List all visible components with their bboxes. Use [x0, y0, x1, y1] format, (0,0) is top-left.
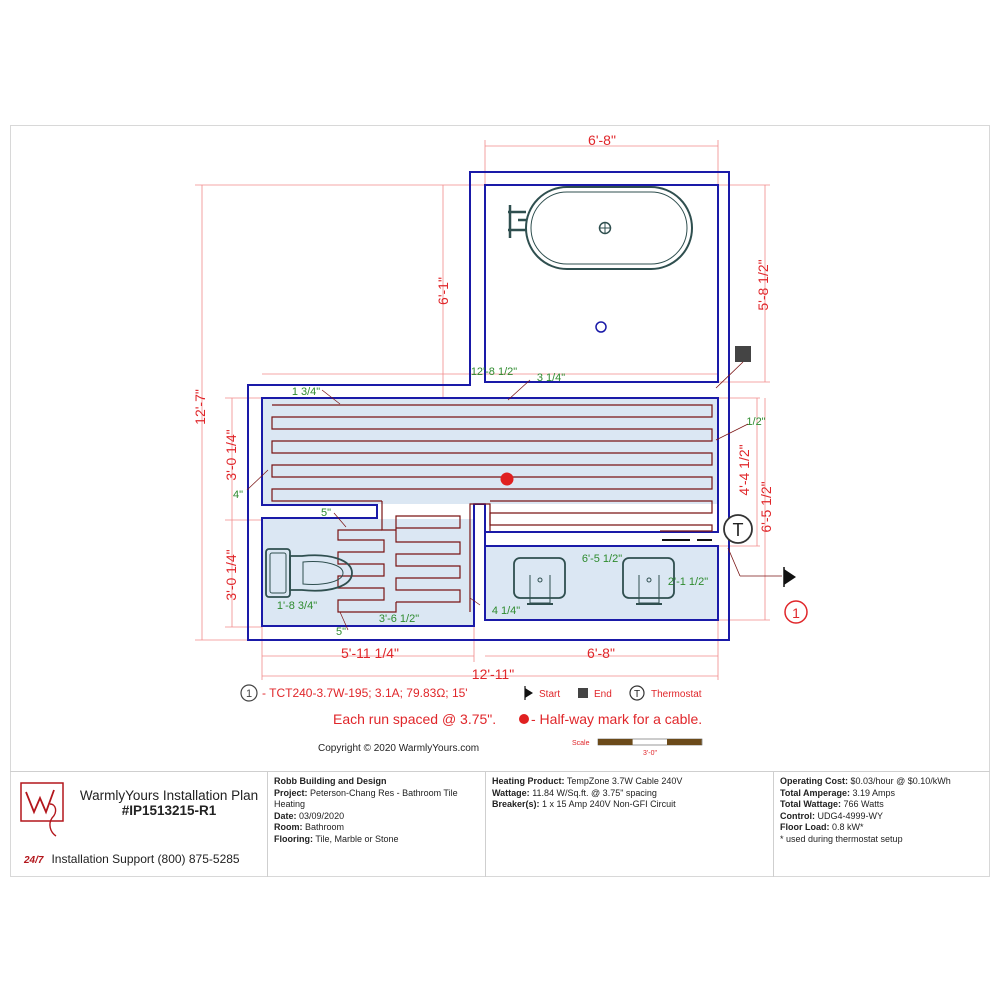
dim-vanity-width: 6'-5 1/2" — [582, 553, 622, 565]
dim-vanity-depth: 2'-1 1/2" — [668, 576, 708, 588]
company-title: WarmlyYours Installation Plan — [79, 788, 259, 803]
dim-gap-1-2: 1/2" — [746, 416, 765, 428]
date-value: 03/09/2020 — [299, 810, 345, 821]
dim-overall-height: 12'-7" — [192, 389, 208, 425]
spacing-note: Each run spaced @ 3.75". — [333, 711, 496, 727]
circuit-number: 1 — [792, 605, 800, 621]
project-info: Robb Building and Design Project: Peters… — [267, 772, 485, 877]
halfway-mark — [500, 472, 514, 486]
bathtub — [508, 186, 693, 270]
dim-overall-width: 12'-11" — [472, 666, 514, 682]
flooring-label: Flooring: — [274, 833, 313, 844]
op-cost-value: $0.03/hour @ $0.10/kWh — [850, 776, 951, 786]
control-label: Control: — [780, 810, 815, 821]
amperage-value: 3.19 Amps — [852, 787, 896, 798]
support-phone: Installation Support (800) 875-5285 — [51, 852, 240, 866]
product-label: Heating Product: — [492, 776, 565, 786]
legend-start: Start — [539, 689, 560, 700]
plan-sheet — [10, 125, 990, 877]
dim-right-upper: 4'-4 1/2" — [736, 444, 752, 495]
inner-dimension-labels: 12'-8 1/2" 3 1/4" 1 3/4" 1/2" 4" 5" 6'-5… — [233, 366, 766, 638]
dim-gap-4: 4" — [233, 489, 243, 501]
heating-info: Heating Product: TempZone 3.7W Cable 240… — [485, 772, 773, 877]
breaker-label: Breaker(s): — [492, 799, 540, 810]
footnote: * used during thermostat setup — [780, 833, 903, 844]
product-value: TempZone 3.7W Cable 240V — [566, 776, 683, 786]
legend-thermostat-symbol: T — [634, 689, 640, 700]
dim-bottom-right: 6'-8" — [587, 645, 615, 661]
room-label: Room: — [274, 822, 303, 833]
dim-gap-5-top: 5" — [321, 507, 331, 519]
dim-gap-3-1-4: 3 1/4" — [537, 372, 565, 384]
dim-toilet-gap: 1'-8 3/4" — [277, 600, 317, 612]
vanity-sinks — [513, 557, 675, 605]
wattage-label: Wattage: — [492, 787, 530, 798]
dim-gap-1-3-4: 1 3/4" — [292, 386, 320, 398]
amperage-label: Total Amperage: — [780, 787, 851, 798]
breaker-value: 1 x 15 Amp 240V Non-GFI Circuit — [542, 799, 676, 810]
dim-bottom-left: 5'-11 1/4" — [341, 645, 399, 661]
dim-inner-width: 12'-8 1/2" — [471, 366, 517, 378]
date-label: Date: — [274, 810, 297, 821]
heating-cable — [271, 404, 713, 613]
legend-thermostat: Thermostat — [651, 689, 702, 700]
thermostat-symbol: T — [733, 520, 744, 540]
legend-end: End — [594, 689, 612, 700]
legend-circuit-number: 1 — [246, 688, 252, 700]
dim-gap-4-1-4: 4 1/4" — [492, 605, 520, 617]
thermostat-icon — [723, 514, 753, 544]
title-block: WarmlyYours Installation Plan #IP1513215… — [10, 771, 990, 877]
dim-lower-height: 3'-0 1/4" — [223, 549, 239, 600]
scale-value: 3'-0" — [643, 750, 657, 757]
control-value: UDG4-4999-WY — [817, 810, 884, 821]
warmlyyours-logo — [20, 782, 64, 837]
dim-bath-width: 6'-8" — [588, 132, 616, 148]
copyright: Copyright © 2020 WarmlyYours.com — [318, 743, 479, 754]
dim-run-width: 3'-6 1/2" — [379, 613, 419, 625]
halfway-note: - Half-way mark for a cable. — [531, 711, 702, 727]
builder-name: Robb Building and Design — [274, 776, 387, 786]
support-badge: 24/7 — [24, 855, 44, 866]
project-value: Peterson-Chang Res - Bathroom Tile Heati… — [274, 787, 458, 810]
total-wattage-label: Total Wattage: — [780, 799, 841, 810]
project-label: Project: — [274, 787, 308, 798]
floor-load-label: Floor Load: — [780, 822, 830, 833]
dim-upper-height: 3'-0 1/4" — [223, 429, 239, 480]
dimension-lines — [195, 140, 770, 680]
dim-bath-height-left: 6'-1" — [435, 277, 451, 305]
operating-info: Operating Cost: $0.03/hour @ $0.10/kWh T… — [773, 772, 990, 877]
plan-id: #IP1513215-R1 — [121, 803, 217, 818]
flooring-value: Tile, Marble or Stone — [315, 833, 399, 844]
wattage-value: 11.84 W/Sq.ft. @ 3.75" spacing — [532, 787, 657, 798]
toilet — [265, 548, 353, 598]
room-value: Bathroom — [305, 822, 345, 833]
circuit-number-badge — [784, 600, 808, 624]
op-cost-label: Operating Cost: — [780, 776, 849, 786]
legend-cable-spec: - TCT240-3.7W-195; 3.1A; 79.83Ω; 15' — [262, 686, 468, 700]
scale-label: Scale — [572, 740, 590, 747]
dim-gap-5-bottom: 5" — [336, 626, 346, 638]
end-marker — [735, 346, 751, 362]
start-marker — [784, 569, 796, 585]
legend: 1 - TCT240-3.7W-195; 3.1A; 79.83Ω; 15' S… — [240, 684, 703, 757]
dim-right-total: 6'-5 1/2" — [758, 481, 774, 532]
dim-bath-height-right: 5'-8 1/2" — [755, 259, 771, 310]
floor-load-value: 0.8 kW* — [832, 822, 864, 833]
title-block-logo: WarmlyYours Installation Plan #IP1513215… — [10, 772, 267, 877]
drain-icon — [595, 321, 607, 333]
dimension-labels: 6'-8" 6'-1" 5'-8 1/2" 12'-7" 3'-0 1/4" 3… — [192, 132, 774, 682]
support-line: 24/7 Installation Support (800) 875-5285 — [24, 852, 240, 867]
scale-bar — [597, 738, 703, 746]
plan-title: WarmlyYours Installation Plan #IP1513215… — [74, 788, 264, 818]
total-wattage-value: 766 Watts — [843, 799, 884, 810]
